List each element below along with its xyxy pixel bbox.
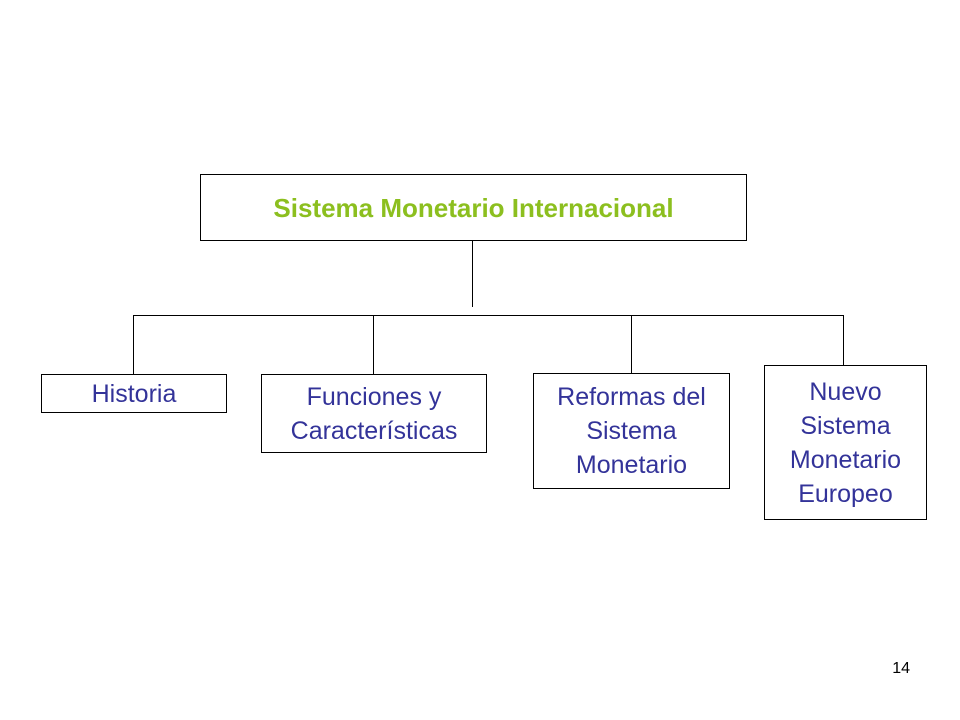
root-box: Sistema Monetario Internacional — [200, 174, 747, 241]
reformas-connector-line — [631, 315, 632, 373]
root-label: Sistema Monetario Internacional — [273, 192, 674, 223]
child-box-historia: Historia — [41, 374, 227, 413]
child-label-reformas: Reformas del Sistema Monetario — [557, 383, 706, 479]
child-box-reformas: Reformas del Sistema Monetario — [533, 373, 730, 489]
horizontal-connector-line — [133, 315, 844, 316]
historia-connector-line — [133, 315, 134, 374]
child-label-funciones: Funciones y Características — [290, 382, 458, 445]
page-number: 14 — [892, 660, 910, 677]
funciones-connector-line — [373, 315, 374, 374]
root-connector-line — [472, 241, 473, 307]
child-label-historia: Historia — [91, 379, 177, 408]
child-box-funciones: Funciones y Características — [261, 374, 487, 453]
child-box-nuevo-sistema: Nuevo Sistema Monetario Europeo — [764, 365, 927, 520]
child-label-nuevo-sistema: Nuevo Sistema Monetario Europeo — [789, 377, 902, 508]
nuevo-connector-line — [843, 315, 844, 365]
